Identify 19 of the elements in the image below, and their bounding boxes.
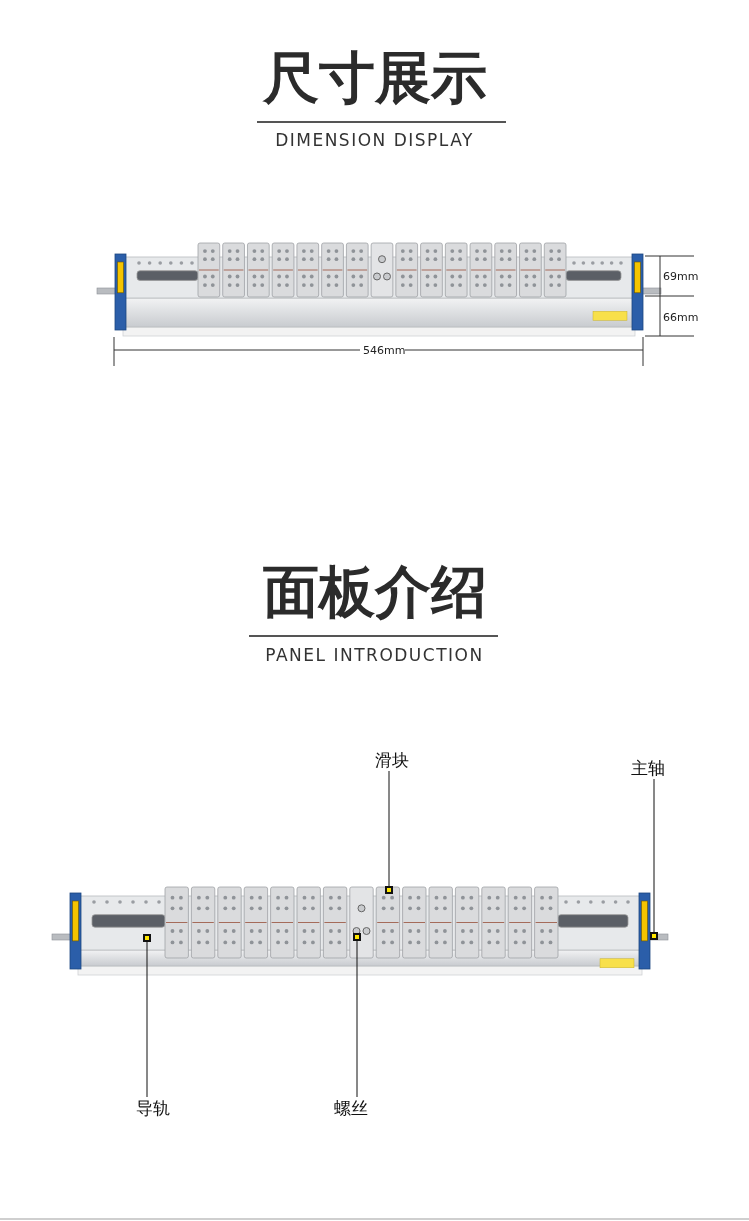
heading-title: 尺寸展示: [261, 46, 488, 110]
pointer-marker: [353, 933, 361, 941]
heading-title: 面板介绍: [261, 560, 488, 624]
heading-subtitle: DIMENSION DISPLAY: [274, 129, 475, 151]
pointer-marker: [385, 886, 393, 894]
part-label: 主轴: [626, 757, 670, 779]
dimension-label: 69mm: [663, 270, 699, 283]
leader-line: [653, 778, 655, 933]
pointer-marker: [650, 932, 658, 940]
part-label: 螺丝: [329, 1097, 373, 1119]
dimension-label: 546mm: [363, 344, 406, 357]
pointer-marker: [143, 934, 151, 942]
heading-subtitle: PANEL INTRODUCTION: [264, 644, 485, 666]
leader-line: [388, 770, 390, 887]
dimension-label: 66mm: [663, 311, 699, 324]
leader-line: [356, 940, 358, 1098]
part-label: 导轨: [131, 1097, 175, 1119]
part-label: 滑块: [370, 749, 414, 771]
leader-line: [146, 941, 148, 1098]
